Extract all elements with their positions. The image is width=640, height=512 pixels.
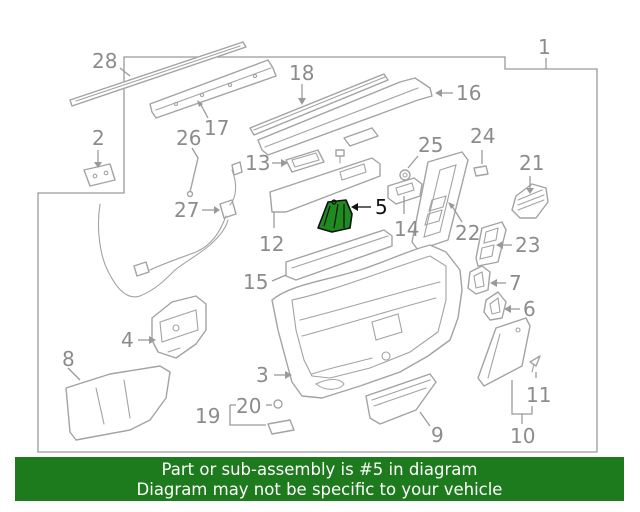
leader-17 [199,102,209,119]
callout-8: 8 [62,347,75,371]
callout-16: 16 [456,81,481,105]
callout-22: 22 [455,221,480,245]
part-15-armrest-pad[interactable] [285,229,393,281]
banner-line-part: Part or sub-assembly is #5 in diagram [161,460,478,479]
parts-diagram: 1 2 3 4 5 6 7 8 9 10 11 12 13 14 15 16 1… [37,35,598,453]
part-28-upper-strip[interactable] [69,41,247,107]
leader-9 [419,411,431,427]
part-3-door-trim-panel[interactable] [271,244,463,399]
callout-25: 25 [418,133,443,157]
callout-19: 19 [195,404,220,428]
part-4-module[interactable] [151,295,207,359]
callout-11: 11 [526,383,551,407]
callout-7: 7 [509,271,522,295]
part-10-lower-panel[interactable] [477,317,531,387]
part-9-pocket[interactable] [365,373,437,425]
part-20-clip[interactable] [273,399,283,409]
callout-9: 9 [431,423,444,447]
arrow-5 [351,203,358,211]
callout-5: 5 [375,195,388,219]
callout-3: 3 [256,363,269,387]
bracket-19-20 [229,405,266,426]
part-23-window-switch[interactable] [475,221,507,267]
part-21-speaker-grille[interactable] [511,183,549,219]
banner-line-disclaimer: Diagram may not be specific to your vehi… [136,480,503,499]
part-clip[interactable] [335,149,345,164]
leader-15 [271,274,287,282]
part-12-armrest-upper[interactable] [269,157,381,213]
part-7-handle-trim[interactable] [467,265,491,295]
callout-24: 24 [470,124,495,148]
part-2-bracket[interactable] [83,163,116,187]
callout-28: 28 [92,49,117,73]
callout-1: 1 [538,35,551,59]
callout-17: 17 [204,116,229,140]
part-13-handle-bezel[interactable] [285,149,325,173]
callout-12: 12 [259,232,284,256]
part-pad[interactable] [343,127,379,147]
callout-6: 6 [523,297,536,321]
part-25-grommet[interactable] [399,169,411,181]
part-27-wiring-harness[interactable] [97,161,243,298]
part-17-channel-rail[interactable] [149,59,277,119]
part-24-clip[interactable] [473,165,489,177]
part-16-trim-channel[interactable] [257,77,433,156]
part-22-switch-panel[interactable] [411,151,469,251]
callout-10: 10 [510,424,535,448]
callout-2: 2 [92,126,105,150]
assembly-outline [37,56,598,453]
callout-27: 27 [174,198,199,222]
part-6-bezel[interactable] [483,291,507,321]
callout-4: 4 [121,328,134,352]
part-11-pin[interactable] [529,355,541,373]
part-19-lamp[interactable] [267,419,295,435]
callout-26: 26 [176,126,201,150]
leader-8 [67,367,81,381]
callout-18: 18 [289,61,314,85]
part-26-rod[interactable] [186,157,199,198]
leader-28 [119,67,131,77]
callout-20: 20 [236,394,261,418]
callout-15: 15 [243,270,268,294]
leader-22 [451,205,463,223]
part-5-highlighted[interactable] [317,199,353,233]
part-8-window-glass[interactable] [65,365,171,441]
part-18-belt-molding[interactable] [249,73,389,136]
info-banner: Part or sub-assembly is #5 in diagram Di… [15,457,624,501]
callout-21: 21 [519,151,544,175]
leader-26 [191,147,199,159]
callout-23: 23 [515,233,540,257]
leader-25 [407,155,419,169]
part-14-switch-bezel[interactable] [387,177,423,205]
callout-14: 14 [394,217,419,241]
callout-13: 13 [245,151,270,175]
